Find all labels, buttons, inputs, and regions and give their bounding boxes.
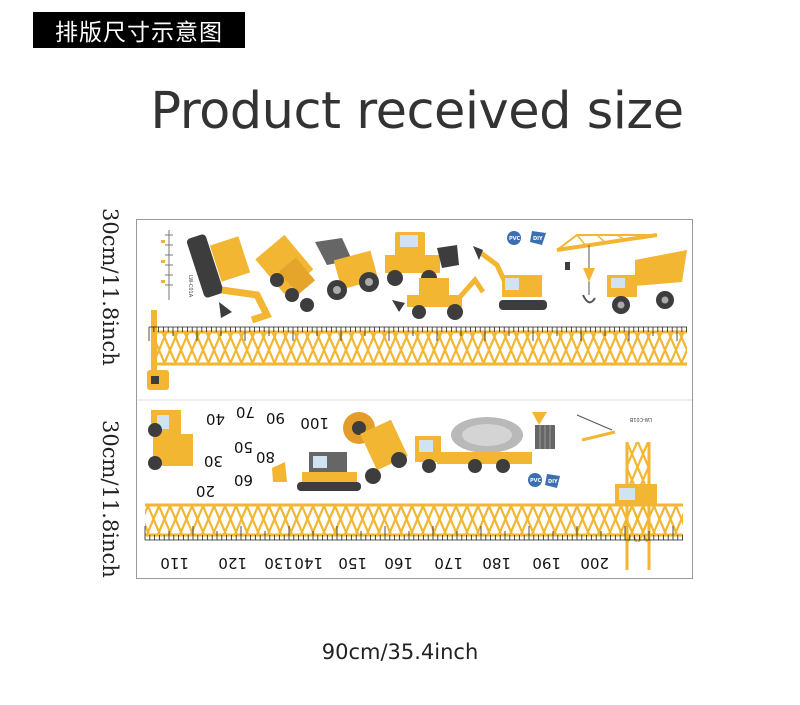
ruler-truss-bottom: [144, 503, 683, 541]
ruler-number: 140: [294, 554, 323, 572]
ruler-number: 190: [532, 554, 561, 572]
height-label-bottom: 30cm/11.8inch: [98, 420, 122, 578]
ruler-number: 110: [160, 554, 189, 572]
small-number: 30: [204, 452, 223, 470]
pvc-badge-top: PVC: [507, 231, 521, 245]
excavator-sticker-1: [186, 234, 272, 324]
sticker-sheet-top: LW-C01A: [147, 230, 687, 390]
sticker-sheet-bottom: 20 30 40 50 60 70 80 90 100: [144, 403, 683, 572]
svg-text:DIY: DIY: [533, 236, 543, 242]
crane-parts-sticker: [532, 412, 616, 449]
page-title: Product received size: [150, 82, 684, 141]
dump-truck-sticker-3: [148, 410, 193, 470]
front-loader-sticker: [385, 232, 459, 286]
small-number: 50: [234, 438, 253, 456]
excavator-sticker-2: [473, 246, 547, 310]
width-label: 90cm/35.4inch: [321, 640, 479, 664]
concrete-mixer-sticker: [415, 417, 532, 473]
tower-crane-sticker: [556, 233, 658, 304]
pvc-badge-bottom: PVC: [528, 473, 542, 487]
road-roller-sticker: [343, 412, 408, 484]
small-number: 70: [236, 403, 255, 421]
crane-hook-top: [147, 310, 169, 390]
backhoe-sticker: [392, 275, 486, 320]
small-number: 40: [206, 410, 225, 428]
ruler-number: 130: [264, 554, 293, 572]
wheel-loader-sticker-1: [315, 238, 379, 300]
ruler-number: 170: [434, 554, 463, 572]
ruler-numbers: 110 120 130 140 150 160 170 180 190 200: [160, 554, 609, 572]
ruler-number: 180: [482, 554, 511, 572]
bulldozer-sticker: [272, 452, 361, 491]
small-number: 90: [266, 409, 285, 427]
sheet-code-top: LW-C01A: [187, 275, 193, 298]
ruler-number: 120: [218, 554, 247, 572]
ruler-number: 200: [580, 554, 609, 572]
diy-badge-bottom: DIY: [545, 474, 560, 488]
layout-diagram-tag: 排版尺寸示意图: [33, 12, 245, 48]
sheet-code-bottom: LW-C01B: [629, 416, 652, 422]
svg-text:PVC: PVC: [509, 236, 521, 242]
height-label-top: 30cm/11.8inch: [98, 208, 122, 366]
small-number: 60: [234, 471, 253, 489]
dump-truck-sticker-1: [255, 234, 316, 312]
diy-badge-top: DIY: [530, 231, 546, 245]
small-number: 80: [256, 448, 275, 466]
ruler-number: 150: [338, 554, 367, 572]
small-number: 100: [300, 414, 329, 432]
dump-truck-sticker-2: [607, 250, 687, 314]
mini-height-chart: [161, 230, 173, 300]
small-number: 20: [196, 482, 215, 500]
sticker-layout-frame: LW-C01A: [136, 219, 693, 579]
ruler-truss-top: [148, 326, 687, 366]
ruler-number: 160: [384, 554, 413, 572]
svg-text:PVC: PVC: [530, 478, 542, 484]
svg-text:DIY: DIY: [548, 479, 558, 485]
small-height-numbers: 20 30 40 50 60 70 80 90 100: [196, 403, 329, 500]
